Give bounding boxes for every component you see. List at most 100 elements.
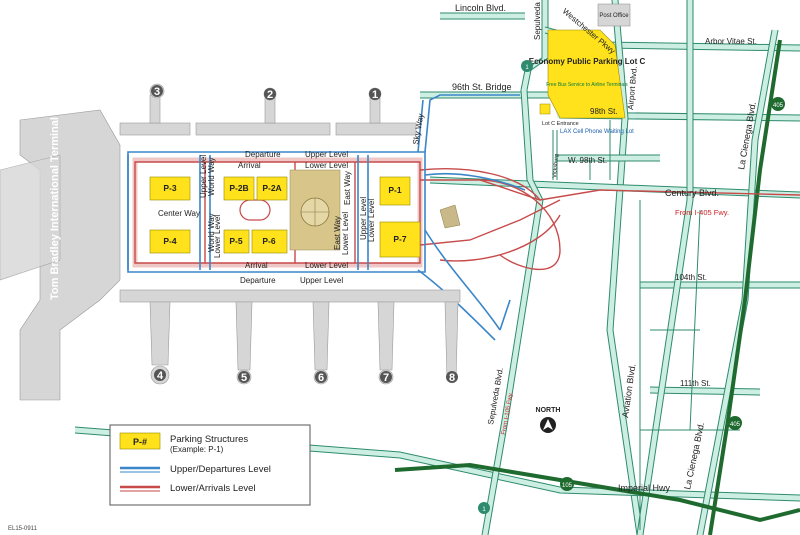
shield-105-label: 105	[562, 483, 573, 489]
shield-405-bottom-label: 405	[730, 422, 741, 428]
vicksburg-label: Vicksburg	[552, 154, 560, 178]
terminal-7-label: 7	[383, 372, 389, 384]
economy-lot-label: Economy Public Parking Lot C	[529, 57, 646, 66]
post-office-label: Post Office	[599, 13, 629, 19]
terminal-1-label: 1	[372, 89, 378, 101]
bridge-96th-label: 96th St. Bridge	[452, 82, 512, 92]
shield-105-icon	[560, 477, 574, 491]
free-bus-label: Free Bus Service to Airline Terminals	[546, 82, 628, 88]
central-area	[239, 169, 461, 251]
sky-way-label: Sky Way	[411, 113, 425, 145]
terminal-5-label: 5	[241, 372, 247, 384]
tbit-label: Tom Bradley International Terminal	[49, 117, 61, 300]
parking-p3[interactable]	[149, 176, 191, 201]
parking-p7[interactable]	[379, 221, 421, 258]
label-world-way2: World Way	[207, 213, 216, 252]
parking-p5-label: P-5	[229, 236, 243, 246]
shield-1-top-icon	[521, 60, 533, 72]
label-departure-bottom: Departure	[240, 276, 276, 285]
parking-p1[interactable]	[379, 176, 411, 206]
label-lower-bottom: Lower Level	[305, 261, 348, 270]
airport-blvd-label: Airport Blvd.	[626, 66, 639, 110]
terminal-2-label: 2	[267, 89, 273, 101]
north-label: NORTH	[536, 407, 561, 414]
legend-swatch-label: P-#	[133, 437, 147, 447]
post-office	[597, 3, 631, 27]
shield-405-top-icon	[771, 97, 785, 111]
label-departure-top: Departure	[245, 150, 281, 159]
label-world-way: World Way	[207, 157, 216, 196]
terminal-6-label: 6	[318, 372, 324, 384]
map-code: EL15-0911	[8, 526, 38, 532]
parking-p7-label: P-7	[393, 234, 407, 244]
cell-phone-lot-label: LAX Cell Phone Waiting Lot	[560, 129, 634, 135]
shield-1-top-label: 1	[525, 65, 529, 71]
label-lower-side: Lower Level	[213, 215, 222, 258]
label-upper-right: Upper Level	[359, 197, 368, 240]
label-east-way2: East Way	[333, 216, 342, 250]
century-label: Century Blvd.	[665, 188, 719, 198]
parking-p6[interactable]	[251, 229, 288, 254]
label-lower-level: Lower Level	[305, 161, 348, 170]
from-405-label: From I-405 Fwy.	[675, 208, 729, 217]
w-98th-label: W. 98th St.	[568, 156, 607, 165]
legend-swatch	[119, 432, 161, 450]
imperial-label: Imperial Hwy	[618, 483, 671, 493]
st-98th-label: 98th St.	[590, 107, 618, 116]
legend-parking-example: (Example: P-1)	[170, 445, 224, 454]
street-grid	[74, 0, 800, 535]
legend-upper: Upper/Departures Level	[170, 464, 271, 475]
highway-shields: 405 405 105 1 1	[478, 60, 785, 514]
label-lower-right: Lower Level	[367, 199, 376, 242]
upper-level-roads	[127, 94, 526, 341]
parking-p1-label: P-1	[388, 185, 402, 195]
terminal-markers: 3 2 1 4 5 6 7 8	[151, 85, 458, 384]
shield-405-top-label: 405	[773, 103, 784, 109]
parking-p2b-label: P-2B	[229, 183, 248, 193]
legend-parking-title: Parking Structures	[170, 434, 248, 445]
label-center-way: Center Way	[158, 209, 200, 218]
label-upper-bottom: Upper Level	[300, 276, 343, 285]
parking-p2b[interactable]	[223, 176, 255, 201]
lower-level-roads	[132, 157, 800, 271]
economy-lot-c[interactable]	[547, 29, 626, 119]
aviation-label: Aviation Blvd.	[620, 363, 637, 418]
inner-road-labels: Departure Upper Level Arrival Lower Leve…	[158, 150, 376, 285]
lot-c-entrance-label: Lot C Entrance	[542, 121, 579, 127]
shield-1-bottom-label: 1	[482, 507, 486, 513]
north-arrow-icon	[540, 417, 556, 433]
terminal-3-label: 3	[154, 86, 160, 98]
economy-area: Post Office Economy Public Parking Lot C…	[529, 3, 646, 119]
parking-p4-label: P-4	[163, 236, 177, 246]
parking-structures: P-3 P-4 P-2B P-2A P-5 P-6 P-1 P-7	[149, 176, 421, 258]
parking-p2a[interactable]	[256, 176, 288, 201]
i405-freeway	[708, 39, 782, 535]
terminal-4-label: 4	[157, 370, 164, 382]
legend-lower: Lower/Arrivals Level	[170, 483, 256, 494]
lincoln-label: Lincoln Blvd.	[455, 3, 506, 13]
legend: P-# Parking Structures (Example: P-1) Up…	[109, 424, 311, 506]
terminal-8-label: 8	[449, 372, 455, 384]
arbor-vitae-label: Arbor Vitae St.	[705, 37, 757, 46]
freeways	[394, 39, 800, 535]
sepulveda-top-label: Sepulveda Blvd.	[533, 0, 542, 40]
label-arrival: Arrival	[238, 161, 261, 170]
la-cienega-bottom-label: La Cienega Blvd.	[682, 421, 706, 490]
label-lower-side2: Lower Level	[341, 212, 350, 255]
terminal-concourses	[0, 83, 461, 401]
shield-1-bottom-icon	[478, 502, 490, 514]
i105-freeway	[394, 462, 800, 523]
label-upper-side: Upper Level	[199, 155, 208, 198]
shield-405-bottom-icon	[728, 416, 742, 430]
label-east-way: East Way	[343, 171, 352, 205]
parking-p2a-label: P-2A	[262, 183, 281, 193]
parking-p5[interactable]	[223, 229, 250, 254]
st-111th-label: 111th St.	[680, 379, 711, 388]
st-104th-label: 104th St.	[675, 273, 707, 282]
parking-p6-label: P-6	[262, 236, 276, 246]
label-upper-top: Upper Level	[305, 150, 348, 159]
parking-p4[interactable]	[149, 229, 191, 254]
parking-p3-label: P-3	[163, 183, 177, 193]
label-arrival-bottom: Arrival	[245, 261, 268, 270]
